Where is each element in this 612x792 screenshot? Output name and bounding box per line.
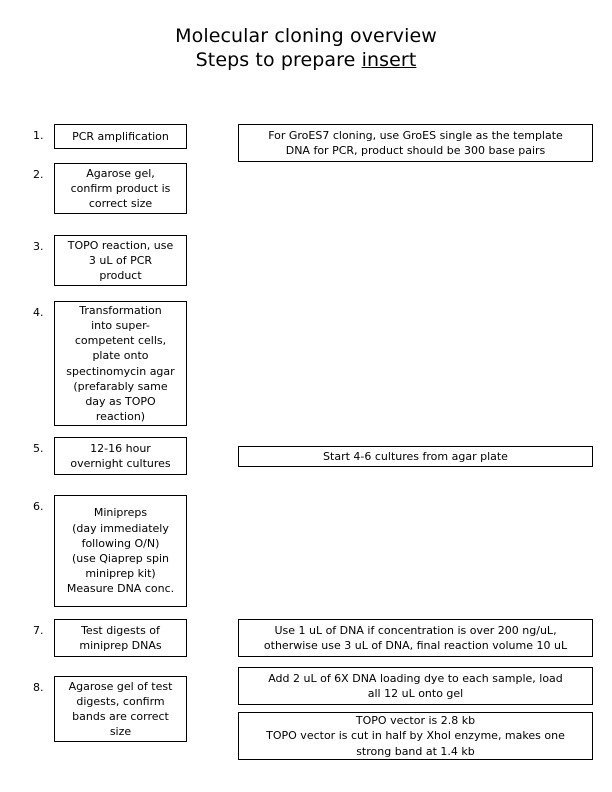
note-box-4: Add 2 uL of 6X DNA loading dye to each s… <box>238 667 593 705</box>
step-number-1: 1. <box>33 129 44 142</box>
step-number-4: 4. <box>33 306 44 319</box>
step-box-3: TOPO reaction, use 3 uL of PCR product <box>54 235 187 286</box>
note-box-1: For GroES7 cloning, use GroES single as … <box>238 124 593 162</box>
step-box-5: 12-16 hour overnight cultures <box>54 437 187 475</box>
step-box-label-7: Test digests of miniprep DNAs <box>79 623 162 652</box>
step-number-5: 5. <box>33 442 44 455</box>
step-box-label-2: Agarose gel, confirm product is correct … <box>70 166 171 211</box>
note-box-3: Use 1 uL of DNA if concentration is over… <box>238 619 593 657</box>
page-title: Molecular cloning overview Steps to prep… <box>0 24 612 73</box>
step-number-6: 6. <box>33 500 44 513</box>
step-box-label-5: 12-16 hour overnight cultures <box>70 441 171 470</box>
step-box-2: Agarose gel, confirm product is correct … <box>54 163 187 214</box>
step-number-8: 8. <box>33 681 44 694</box>
step-number-7: 7. <box>33 624 44 637</box>
title-line-2-emphasis: insert <box>361 49 417 72</box>
note-box-label-1: For GroES7 cloning, use GroES single as … <box>268 128 563 157</box>
note-box-5: TOPO vector is 2.8 kb TOPO vector is cut… <box>238 712 593 760</box>
step-box-7: Test digests of miniprep DNAs <box>54 619 187 657</box>
note-box-label-5: TOPO vector is 2.8 kb TOPO vector is cut… <box>266 714 565 758</box>
title-line-1: Molecular cloning overview <box>175 25 437 47</box>
title-line-2: Steps to prepare insert <box>0 48 612 72</box>
note-box-2: Start 4-6 cultures from agar plate <box>238 446 593 467</box>
step-box-label-8: Agarose gel of test digests, confirm ban… <box>68 679 173 739</box>
step-box-8: Agarose gel of test digests, confirm ban… <box>54 676 187 742</box>
note-box-label-4: Add 2 uL of 6X DNA loading dye to each s… <box>268 671 563 700</box>
step-box-label-3: TOPO reaction, use 3 uL of PCR product <box>67 238 174 283</box>
step-number-2: 2. <box>33 168 44 181</box>
step-box-label-6: Minipreps (day immediately following O/N… <box>66 506 175 596</box>
title-line-2-prefix: Steps to prepare <box>195 49 362 72</box>
step-number-3: 3. <box>33 240 44 253</box>
step-box-label-4: Transformation into super- competent cel… <box>66 303 175 424</box>
step-box-label-1: PCR amplification <box>72 129 169 143</box>
step-box-4: Transformation into super- competent cel… <box>54 301 187 426</box>
step-box-6: Minipreps (day immediately following O/N… <box>54 495 187 607</box>
note-box-label-2: Start 4-6 cultures from agar plate <box>323 449 508 463</box>
note-box-label-3: Use 1 uL of DNA if concentration is over… <box>263 623 568 652</box>
step-box-1: PCR amplification <box>54 124 187 149</box>
